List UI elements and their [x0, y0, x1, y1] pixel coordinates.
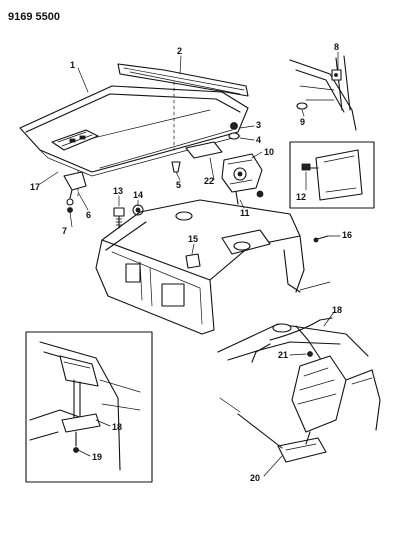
callout-15: 15 [188, 234, 198, 244]
callout-6: 6 [86, 210, 91, 220]
callout-2: 2 [177, 46, 182, 56]
engine-compartment [95, 199, 331, 335]
callout-13: 13 [113, 186, 123, 196]
callout-19: 19 [92, 452, 102, 462]
callout-9: 9 [300, 117, 305, 127]
callout-20: 20 [250, 473, 260, 483]
cowl-weatherstrip [117, 63, 249, 97]
hood-hinge-left [63, 171, 87, 213]
inset-latch-bracket [289, 141, 375, 209]
callout-22: 22 [204, 176, 214, 186]
part-code-header: 9169 5500 [8, 11, 60, 23]
hood-latch [221, 153, 264, 205]
fender-corner [289, 55, 357, 131]
callout-1: 1 [70, 60, 75, 70]
hood-bumpers [171, 122, 240, 173]
callout-16: 16 [342, 230, 352, 240]
callout-18-main: 18 [332, 305, 342, 315]
inset-release-handle [25, 331, 153, 483]
bolts [113, 204, 144, 229]
callout-5: 5 [176, 180, 181, 190]
hood-panel [19, 85, 249, 177]
callout-12: 12 [296, 192, 306, 202]
release-cable-view [217, 317, 381, 463]
callout-4: 4 [256, 135, 261, 145]
callout-11: 11 [240, 208, 250, 218]
callout-17: 17 [30, 182, 40, 192]
callout-10: 10 [264, 147, 274, 157]
callout-21: 21 [278, 350, 288, 360]
callout-18-inset: 18 [112, 422, 122, 432]
callout-labels: 1 2 3 4 5 6 7 8 9 10 11 12 13 14 15 16 1… [30, 42, 352, 483]
callout-3: 3 [256, 120, 261, 130]
callout-8: 8 [334, 42, 339, 52]
callout-14: 14 [133, 190, 143, 200]
leader-lines [39, 51, 341, 477]
callout-7: 7 [62, 226, 67, 236]
